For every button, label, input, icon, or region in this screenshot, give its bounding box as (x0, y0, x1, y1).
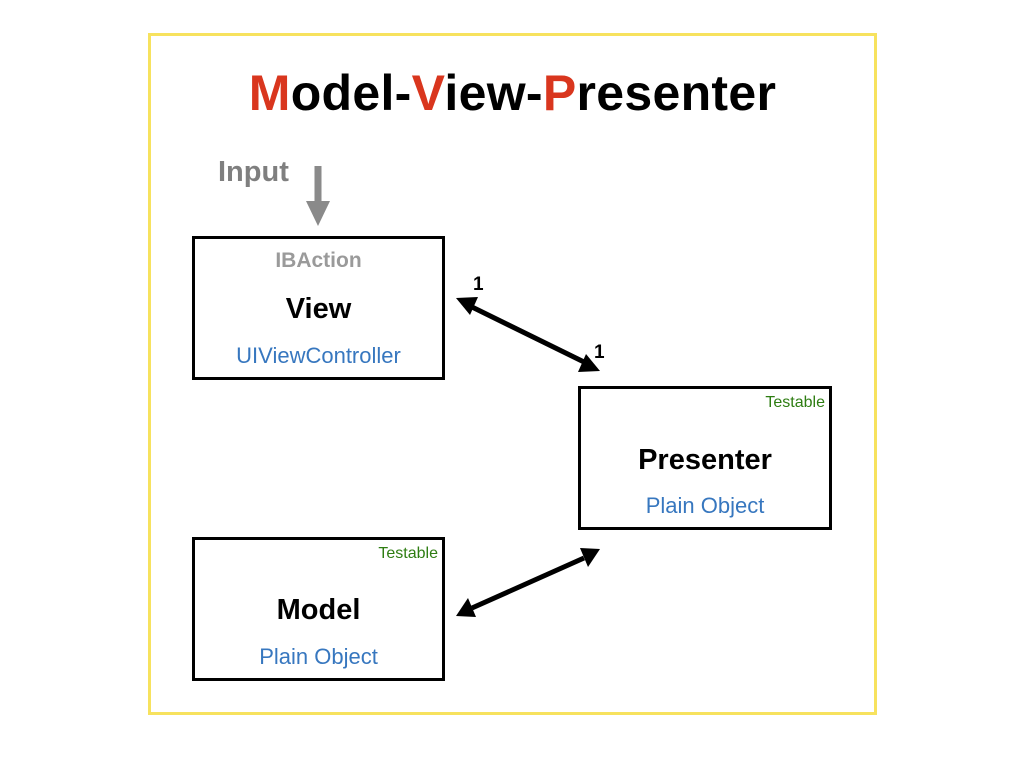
presenter-box: Testable Presenter Plain Object (578, 386, 832, 530)
input-label: Input (218, 156, 289, 188)
title-part-v: V (411, 65, 445, 121)
diagram-title: Model-View-Presenter (148, 64, 877, 122)
model-presenter-arrow-icon (456, 548, 600, 617)
view-type: UIViewController (236, 343, 401, 368)
presenter-name: Presenter (638, 444, 772, 476)
title-part-odel: odel- (290, 65, 412, 121)
view-presenter-arrow-icon (456, 297, 600, 372)
model-testable-badge: Testable (378, 545, 438, 562)
presenter-type: Plain Object (645, 493, 765, 518)
input-arrow-icon (306, 166, 330, 226)
view-box: IBAction View UIViewController (192, 236, 445, 380)
view-top-label: IBAction (275, 249, 362, 272)
presenter-testable-badge: Testable (765, 394, 825, 411)
title-part-iew: iew- (444, 65, 543, 121)
model-box: Testable Model Plain Object (192, 537, 445, 681)
view-multiplicity-label: 1 (473, 274, 484, 295)
view-name: View (285, 293, 352, 325)
diagram-frame (148, 33, 877, 715)
title-part-resenter: resenter (576, 65, 777, 121)
model-type: Plain Object (259, 644, 378, 669)
title-part-p: P (542, 65, 577, 121)
model-name: Model (276, 594, 361, 626)
presenter-multiplicity-label: 1 (594, 342, 605, 363)
title-part-m: M (248, 65, 291, 121)
